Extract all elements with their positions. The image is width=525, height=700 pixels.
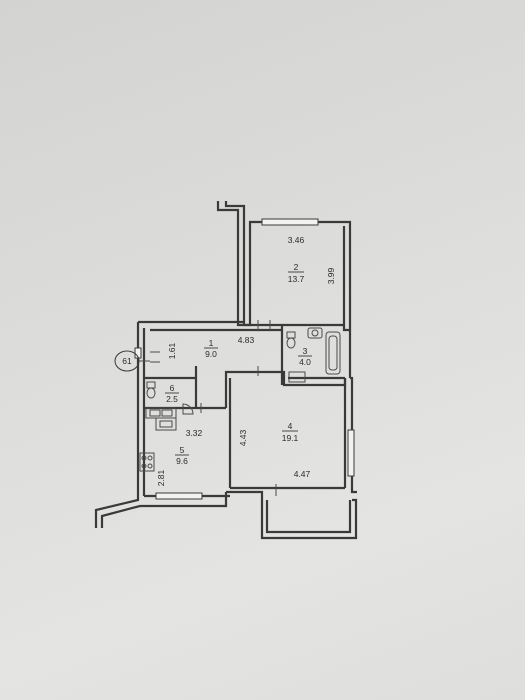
room-2-label: 2 13.7 (288, 262, 305, 284)
kitchen-counter-icon (145, 407, 177, 431)
toilet-icon-room6 (146, 381, 156, 399)
room-3-label: 3 4.0 (298, 346, 312, 367)
room-5-label: 5 9.6 (175, 445, 189, 466)
apartment-number: 61 (122, 356, 132, 366)
room-number: 1 (209, 338, 214, 348)
dimension-room5-depth: 2.81 (156, 469, 166, 486)
dimension-room4-width: 4.47 (294, 469, 311, 479)
dimension-room1-depth: 1.61 (167, 342, 177, 359)
room-area: 19.1 (282, 433, 299, 443)
room-area: 9.0 (205, 349, 217, 359)
wall-room4-top (224, 370, 347, 408)
room-4-label: 4 19.1 (282, 421, 299, 443)
apartment-number-marker: 61 (114, 350, 150, 372)
room-number: 6 (170, 383, 175, 393)
room-number: 2 (294, 262, 299, 272)
outer-wall-right (342, 226, 350, 332)
stove-icon (139, 452, 155, 472)
room-area: 4.0 (299, 357, 311, 367)
room-area: 9.6 (176, 456, 188, 466)
room-1-label: 1 9.0 (204, 338, 218, 359)
outer-wall-bottom-right (226, 490, 358, 540)
window-room2 (261, 218, 319, 226)
outer-wall-left-bottom (100, 492, 228, 528)
room-area: 13.7 (288, 274, 305, 284)
outer-wall-left (94, 322, 140, 528)
room-6-label: 6 2.5 (165, 383, 179, 404)
dimension-room4-depth: 4.43 (238, 429, 248, 446)
bathtub-icon (325, 331, 341, 375)
room-number: 5 (180, 445, 185, 455)
dimension-room2-width: 3.46 (288, 235, 305, 245)
dimension-room2-depth: 3.99 (326, 267, 336, 284)
washbasin-icon (288, 371, 306, 383)
room-number: 4 (288, 421, 293, 431)
door-swing-icon (182, 403, 194, 415)
toilet-icon-room3 (286, 331, 296, 349)
outer-wall-top-inner (224, 201, 246, 325)
room-number: 3 (303, 346, 308, 356)
sink-icon (307, 327, 323, 339)
balcony-inner (265, 500, 352, 534)
dimension-room5-width: 3.32 (186, 428, 203, 438)
room-area: 2.5 (166, 394, 178, 404)
dimension-room1-width: 4.83 (238, 335, 255, 345)
window-room4 (347, 429, 355, 477)
outer-wall-top-wing (216, 201, 352, 378)
window-room5 (155, 492, 203, 500)
